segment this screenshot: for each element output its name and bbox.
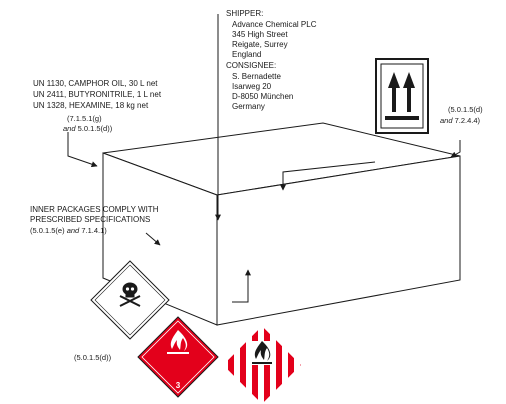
- labels-leader-arrow: [232, 269, 251, 303]
- contents-ref-line2: 5.0.1.5(d)): [77, 124, 113, 133]
- spec-leader-arrow: [450, 140, 461, 158]
- leader-lines: [67, 14, 461, 303]
- contents-line: UN 1328, HEXAMINE, 18 kg net: [33, 101, 149, 110]
- shipper-line: Reigate, Surrey: [232, 40, 288, 49]
- contents-line: UN 1130, CAMPHOR OIL, 30 L net: [33, 79, 158, 88]
- package-box: [102, 122, 461, 326]
- orientation-ref: (5.0.1.5(d): [448, 104, 483, 115]
- shipper-line: England: [232, 50, 262, 59]
- inner-packages-ref-post: 7.1.4.1): [81, 226, 107, 235]
- inner-packages-arrow: [145, 232, 161, 246]
- inner-packages-line: INNER PACKAGES COMPLY WITH: [30, 205, 159, 214]
- toxic-hazard-label: [90, 260, 170, 340]
- inner-packages-ref: (5.0.1.5(e) and 7.1.4.1): [30, 225, 107, 236]
- orientation-ref: and 7.2.4.4): [440, 115, 480, 126]
- consignee-line: Germany: [232, 102, 265, 111]
- flammable-liquid-label: [137, 316, 219, 398]
- inner-packages-ref-and: and: [66, 226, 80, 235]
- consignee-line: D-8050 München: [232, 92, 294, 101]
- contents-leader-arrow: [67, 132, 98, 168]
- orientation-ref-line1: (5.0.1.5(d): [448, 105, 483, 114]
- inner-packages-line: PRESCRIBED SPECIFICATIONS: [30, 215, 151, 224]
- shipper-line: Advance Chemical PLC: [232, 20, 317, 29]
- labels-ref: (5.0.1.5(d)): [74, 353, 112, 362]
- flame-icon: [252, 341, 272, 364]
- contents-ref: (7.1.5.1(g): [67, 113, 102, 124]
- box-right-face: [216, 155, 461, 326]
- skull-crossbones-icon: [119, 282, 141, 307]
- consignee-heading: CONSIGNEE:: [226, 61, 277, 70]
- flammable-solid-label: [223, 326, 301, 404]
- contents-line: UN 2411, BUTYRONITRILE, 1 L net: [33, 90, 162, 99]
- contents-ref-line1: (7.1.5.1(g): [67, 114, 102, 123]
- shipper-heading: SHIPPER:: [226, 9, 264, 18]
- orientation-leader-arrow: [280, 161, 376, 191]
- inner-packages-ref-pre: (5.0.1.5(e): [30, 226, 65, 235]
- contents-ref-and: and: [63, 124, 76, 133]
- this-way-up-label: [375, 58, 429, 134]
- consignee-line: S. Bernadette: [232, 72, 281, 81]
- orientation-ref-line2: 7.2.4.4): [454, 116, 481, 125]
- flame-icon: [167, 330, 189, 354]
- this-way-up-arrows-icon: [385, 72, 419, 120]
- shipper-line: 345 High Street: [232, 30, 288, 39]
- flammable-class-number: 3: [176, 381, 181, 390]
- contents-ref: and 5.0.1.5(d)): [63, 123, 112, 134]
- consignee-line: Isarweg 20: [232, 82, 272, 91]
- orientation-ref-and: and: [440, 116, 453, 125]
